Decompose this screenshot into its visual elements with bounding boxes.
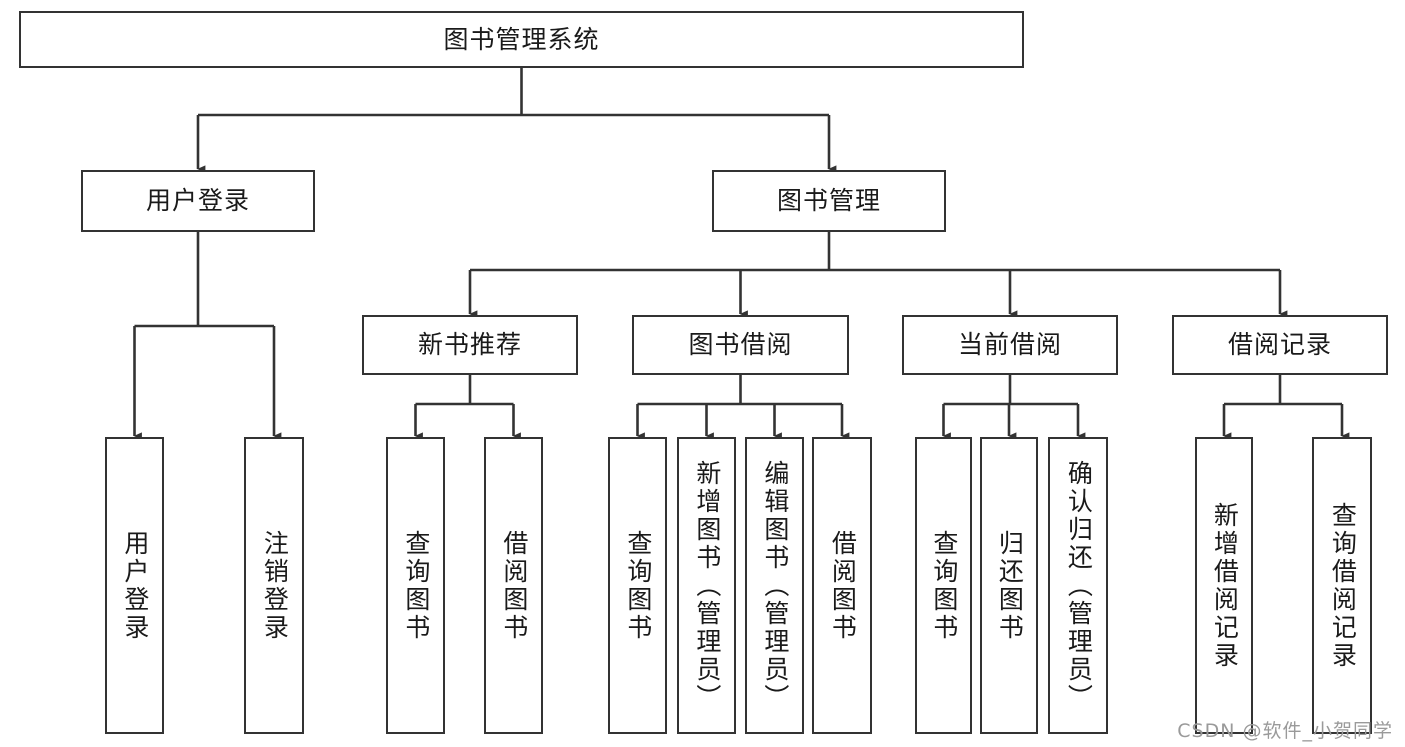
node-leaf-query-books-recommend[interactable]: 查询图书 xyxy=(386,437,445,734)
node-label: 当前借阅 xyxy=(957,330,1062,359)
node-leaf-edit-book-admin[interactable]: 编辑图书（管理员） xyxy=(745,437,804,734)
node-root[interactable]: 图书管理系统 xyxy=(19,11,1024,68)
node-label: 新书推荐 xyxy=(417,330,522,359)
node-label: 归还图书 xyxy=(995,529,1025,642)
node-user-login[interactable]: 用户登录 xyxy=(81,170,315,232)
node-label: 图书管理系统 xyxy=(443,24,600,54)
node-label: 确认归还（管理员） xyxy=(1064,459,1094,712)
node-leaf-borrow-books-borrowing[interactable]: 借阅图书 xyxy=(812,437,872,734)
node-label: 新增借阅记录 xyxy=(1210,501,1240,670)
node-current-borrowing[interactable]: 当前借阅 xyxy=(902,315,1118,375)
node-label: 查询借阅记录 xyxy=(1328,501,1358,670)
node-leaf-borrow-books-recommend[interactable]: 借阅图书 xyxy=(484,437,543,734)
node-label: 编辑图书（管理员） xyxy=(760,459,790,712)
node-label: 查询图书 xyxy=(929,529,959,642)
node-label: 查询图书 xyxy=(623,529,653,642)
node-label: 图书借阅 xyxy=(688,330,793,359)
node-leaf-query-books-borrowing[interactable]: 查询图书 xyxy=(608,437,667,734)
node-leaf-logout-login[interactable]: 注销登录 xyxy=(244,437,304,734)
node-leaf-query-borrow-record[interactable]: 查询借阅记录 xyxy=(1312,437,1372,734)
node-label: 借阅图书 xyxy=(828,529,858,642)
node-leaf-return-books[interactable]: 归还图书 xyxy=(980,437,1038,734)
node-leaf-confirm-return-admin[interactable]: 确认归还（管理员） xyxy=(1048,437,1108,734)
node-book-borrowing[interactable]: 图书借阅 xyxy=(632,315,849,375)
node-leaf-add-borrow-record[interactable]: 新增借阅记录 xyxy=(1195,437,1253,734)
node-leaf-user-login[interactable]: 用户登录 xyxy=(105,437,164,734)
node-book-management[interactable]: 图书管理 xyxy=(712,170,946,232)
node-new-book-recommendation[interactable]: 新书推荐 xyxy=(362,315,578,375)
node-label: 用户登录 xyxy=(120,529,150,642)
node-label: 图书管理 xyxy=(776,186,881,215)
node-label: 注销登录 xyxy=(260,529,290,642)
node-label: 查询图书 xyxy=(401,529,431,642)
node-leaf-add-book-admin[interactable]: 新增图书（管理员） xyxy=(677,437,736,734)
node-label: 新增图书（管理员） xyxy=(692,459,722,712)
node-borrow-records[interactable]: 借阅记录 xyxy=(1172,315,1388,375)
csdn-watermark: CSDN @软件_小贺同学 xyxy=(1177,720,1393,742)
node-label: 借阅图书 xyxy=(499,529,529,642)
node-leaf-query-books-current[interactable]: 查询图书 xyxy=(915,437,972,734)
node-label: 借阅记录 xyxy=(1227,330,1332,359)
node-label: 用户登录 xyxy=(145,186,250,215)
